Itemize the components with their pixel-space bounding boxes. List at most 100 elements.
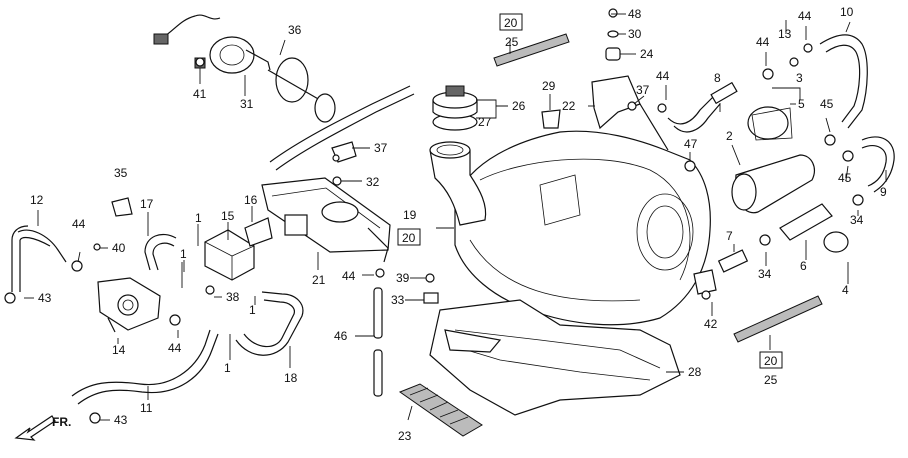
callout-2: 2 — [726, 129, 733, 143]
bolt-39 — [425, 273, 435, 283]
callout-28: 28 — [688, 365, 702, 379]
callout-5: 5 — [798, 97, 805, 111]
boxed-ref-label: 20 — [504, 16, 518, 30]
front-arrow-label: FR. — [52, 415, 71, 429]
front-direction-arrow: FR. — [14, 415, 71, 441]
callout-36: 36 — [288, 23, 302, 37]
clamp-44-top — [803, 43, 813, 53]
callout-32: 32 — [366, 175, 380, 189]
clamp-44-mid — [169, 314, 181, 326]
callout-22: 22 — [562, 99, 576, 113]
callout-44-canister: 44 — [342, 269, 356, 283]
fuel-pump — [97, 277, 161, 333]
hose-11 — [71, 329, 219, 405]
clamp-42 — [701, 290, 711, 300]
callout-24: 24 — [640, 47, 654, 61]
callout-41: 41 — [193, 87, 207, 101]
callout-1-d: 1 — [224, 361, 231, 375]
bolt-41 — [195, 57, 205, 67]
callout-6: 6 — [800, 259, 807, 273]
callout-14: 14 — [112, 343, 126, 357]
boxed-ref-20-tank: 20 — [397, 228, 421, 246]
callout-43-top: 43 — [38, 291, 52, 305]
callout-19: 19 — [403, 208, 417, 222]
callout-37-right: 37 — [636, 83, 650, 97]
clip-29 — [541, 109, 561, 129]
hose-17 — [144, 233, 177, 271]
callout-46: 46 — [334, 329, 348, 343]
clip-35 — [111, 197, 133, 217]
clamp-45-lower — [842, 150, 854, 162]
boxed-ref-label: 20 — [402, 231, 416, 245]
callout-30: 30 — [628, 27, 642, 41]
callout-1-a: 1 — [195, 211, 202, 225]
callout-29: 29 — [542, 79, 556, 93]
callout-23: 23 — [398, 429, 412, 443]
callout-39: 39 — [396, 271, 410, 285]
clamp-43-top — [4, 292, 16, 304]
callout-44-top: 44 — [798, 9, 812, 23]
washer-33 — [423, 292, 439, 304]
breather-hose — [269, 85, 415, 171]
cushion-strip-bottom — [733, 295, 823, 343]
bracket-22 — [591, 75, 669, 151]
callout-10: 10 — [840, 5, 854, 19]
callout-44-8: 44 — [656, 69, 670, 83]
callout-9: 9 — [880, 185, 887, 199]
callout-34-right: 34 — [850, 213, 864, 227]
clamp-43-bottom — [89, 412, 101, 424]
filler-cap — [432, 85, 478, 131]
callout-3: 3 — [796, 71, 803, 85]
callout-25-bottom: 25 — [764, 373, 778, 387]
under-tray — [429, 299, 681, 416]
callout-44-left: 44 — [72, 217, 86, 231]
callout-1-b: 1 — [180, 247, 187, 261]
evap-canister — [261, 177, 391, 263]
clamp-44-8 — [657, 103, 667, 113]
clamp-45-upper — [824, 134, 836, 146]
callout-47: 47 — [684, 137, 698, 151]
callout-12: 12 — [30, 193, 44, 207]
callout-37-left: 37 — [374, 141, 388, 155]
callout-21: 21 — [312, 273, 326, 287]
relay-unit — [204, 217, 273, 281]
clamp-44-left — [71, 260, 83, 272]
callout-8: 8 — [714, 71, 721, 85]
boxed-ref-label: 20 — [764, 354, 778, 368]
callout-16: 16 — [244, 193, 258, 207]
callout-44-mid: 44 — [168, 341, 182, 355]
hose-9 — [861, 136, 895, 193]
callout-44-topright: 44 — [756, 35, 770, 49]
clamp-34-left — [759, 234, 771, 246]
callout-11: 11 — [140, 401, 153, 415]
callout-7: 7 — [726, 229, 733, 243]
hose-12 — [11, 225, 67, 292]
clamp-44-canister — [375, 268, 385, 278]
hose-8 — [667, 81, 738, 133]
callout-45-lower: 45 — [838, 171, 852, 185]
callout-40: 40 — [112, 241, 126, 255]
callout-13: 13 — [778, 27, 792, 41]
callout-35: 35 — [114, 166, 128, 180]
callout-38: 38 — [226, 290, 240, 304]
drain-tube — [373, 287, 383, 397]
screw-48 — [608, 8, 618, 18]
callout-42: 42 — [704, 317, 718, 331]
callout-43-bottom: 43 — [114, 413, 128, 427]
callout-18: 18 — [284, 371, 298, 385]
rubber-pad — [398, 383, 483, 437]
hose-18 — [235, 291, 304, 356]
callout-17: 17 — [140, 197, 154, 211]
fuel-tank — [429, 130, 711, 326]
fuel-pump-assembly — [693, 106, 849, 295]
grommet-24 — [605, 47, 621, 61]
screw-40 — [93, 243, 101, 251]
clamp-34-right — [852, 194, 864, 206]
boxed-ref-20-bottom: 20 — [759, 351, 783, 369]
callout-27: 27 — [478, 115, 492, 129]
clamp-47 — [684, 160, 696, 172]
fuel-gauge-sender — [153, 14, 336, 123]
callout-1-c: 1 — [249, 303, 256, 317]
bolt-32 — [332, 176, 342, 186]
